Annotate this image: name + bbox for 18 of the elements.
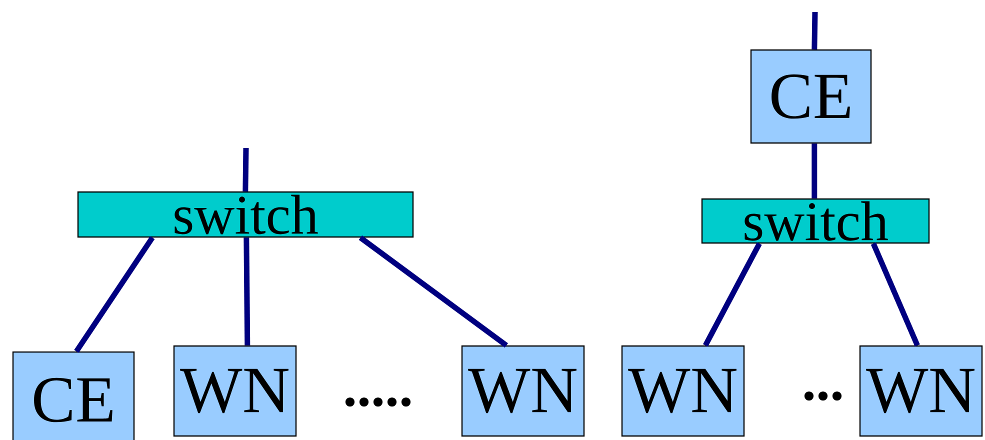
ellipsis: .....	[345, 397, 411, 407]
device-box: WN	[173, 345, 297, 437]
device-box: CE	[12, 351, 135, 440]
device-box: WN	[859, 345, 983, 437]
connector-line	[242, 148, 249, 192]
connector-line	[74, 236, 155, 353]
connector-line	[812, 12, 818, 50]
device-box: CE	[750, 49, 872, 144]
switch-box: switch	[77, 191, 414, 238]
connector-line	[870, 242, 920, 346]
switch-box: switch	[701, 198, 930, 244]
connector-line	[812, 144, 818, 198]
connector-line	[244, 238, 250, 346]
connector-line	[358, 235, 508, 348]
connector-line	[702, 242, 762, 347]
device-box: WN	[461, 345, 585, 437]
ellipsis: ...	[804, 391, 842, 401]
device-box: WN	[621, 345, 745, 437]
